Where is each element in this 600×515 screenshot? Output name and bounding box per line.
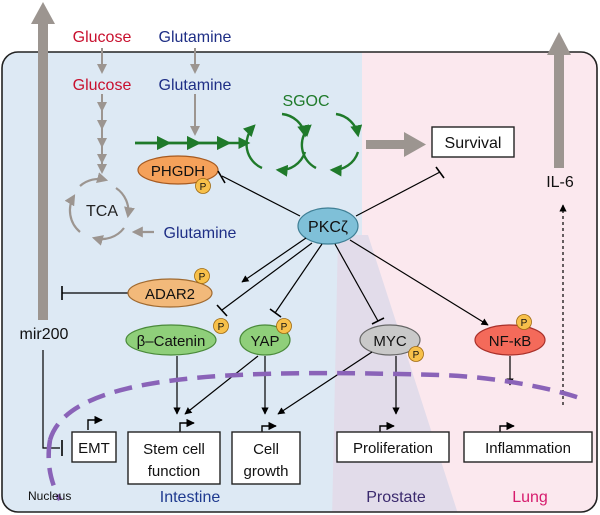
stem-cell-label-line1: Stem cell bbox=[143, 441, 205, 458]
intestine-label: Intestine bbox=[160, 489, 221, 506]
il6-export-arrow bbox=[547, 32, 571, 168]
cell-membrane bbox=[1, 51, 598, 513]
stem-cell-label-line2: function bbox=[148, 463, 201, 480]
downstream-edges bbox=[42, 204, 567, 456]
phgdh-node bbox=[137, 155, 219, 185]
mir200-export-arrow bbox=[31, 2, 55, 320]
yap-node bbox=[239, 324, 291, 356]
stem-cell-box bbox=[127, 431, 221, 485]
prostate-label: Prostate bbox=[366, 489, 426, 506]
phgdh-phospho-label: P bbox=[200, 182, 207, 193]
myc-phospho-badge bbox=[408, 346, 424, 362]
beta-catenin-label: β–Catenin bbox=[137, 333, 206, 350]
emt-label: EMT bbox=[78, 440, 110, 457]
adar2-phospho-label: P bbox=[199, 272, 206, 283]
nfkb-phospho-badge bbox=[516, 314, 532, 330]
myc-phospho-label: P bbox=[413, 350, 420, 361]
inflammation-label: Inflammation bbox=[485, 440, 571, 457]
nucleus-boundary-lower bbox=[46, 439, 63, 502]
glutamine-tca-label: Glutamine bbox=[164, 225, 237, 242]
il6-label-bg bbox=[538, 170, 582, 192]
tca-cycle bbox=[64, 172, 154, 246]
nucleus-label: Nucleus bbox=[28, 489, 71, 503]
adar2-label: ADAR2 bbox=[145, 286, 195, 303]
glutamine-outside-label: Glutamine bbox=[159, 29, 232, 46]
glucose-outside-label: Glucose bbox=[73, 29, 132, 46]
sgoc-pathway bbox=[135, 112, 363, 177]
nfkb-label: NF-κB bbox=[489, 333, 532, 350]
proliferation-label: Proliferation bbox=[353, 440, 433, 457]
cell-growth-box bbox=[231, 431, 301, 485]
sgoc-label: SGOC bbox=[282, 93, 329, 110]
pkc-node bbox=[297, 207, 359, 245]
mir200-label-bg bbox=[14, 322, 74, 344]
adar2-phospho-badge bbox=[194, 268, 210, 284]
cell-growth-label-line2: growth bbox=[243, 463, 288, 480]
adar2-node bbox=[127, 278, 213, 308]
yap-phospho-label: P bbox=[281, 322, 288, 333]
il6-label: IL-6 bbox=[546, 174, 574, 191]
cell-growth-label-line1: Cell bbox=[253, 441, 279, 458]
phgdh-label: PHGDH bbox=[151, 163, 205, 180]
glutamine-inside-label: Glutamine bbox=[159, 77, 232, 94]
nucleus-boundary bbox=[47, 370, 586, 441]
pkc-edges bbox=[61, 166, 489, 326]
tca-label: TCA bbox=[86, 203, 118, 220]
mir200-label: mir200 bbox=[20, 326, 69, 343]
lung-label: Lung bbox=[512, 489, 548, 506]
phgdh-phospho-badge bbox=[195, 178, 211, 194]
inflammation-box bbox=[463, 431, 593, 463]
glucose-inside-label: Glucose bbox=[73, 77, 132, 94]
myc-label: MYC bbox=[373, 333, 407, 350]
survival-box bbox=[431, 126, 515, 158]
pkc-label: PKCζ bbox=[308, 219, 348, 236]
yap-phospho-badge bbox=[276, 318, 292, 334]
sgoc-to-survival-arrow bbox=[366, 132, 426, 157]
proliferation-box bbox=[336, 431, 450, 463]
emt-box bbox=[71, 431, 117, 463]
survival-label: Survival bbox=[445, 135, 502, 152]
myc-node bbox=[359, 324, 421, 356]
nfkb-node bbox=[474, 324, 546, 356]
beta-catenin-node bbox=[125, 324, 217, 356]
nfkb-phospho-label: P bbox=[521, 318, 528, 329]
yap-label: YAP bbox=[251, 333, 280, 350]
beta-catenin-phospho-badge bbox=[213, 318, 229, 334]
beta-catenin-phospho-label: P bbox=[218, 322, 225, 333]
